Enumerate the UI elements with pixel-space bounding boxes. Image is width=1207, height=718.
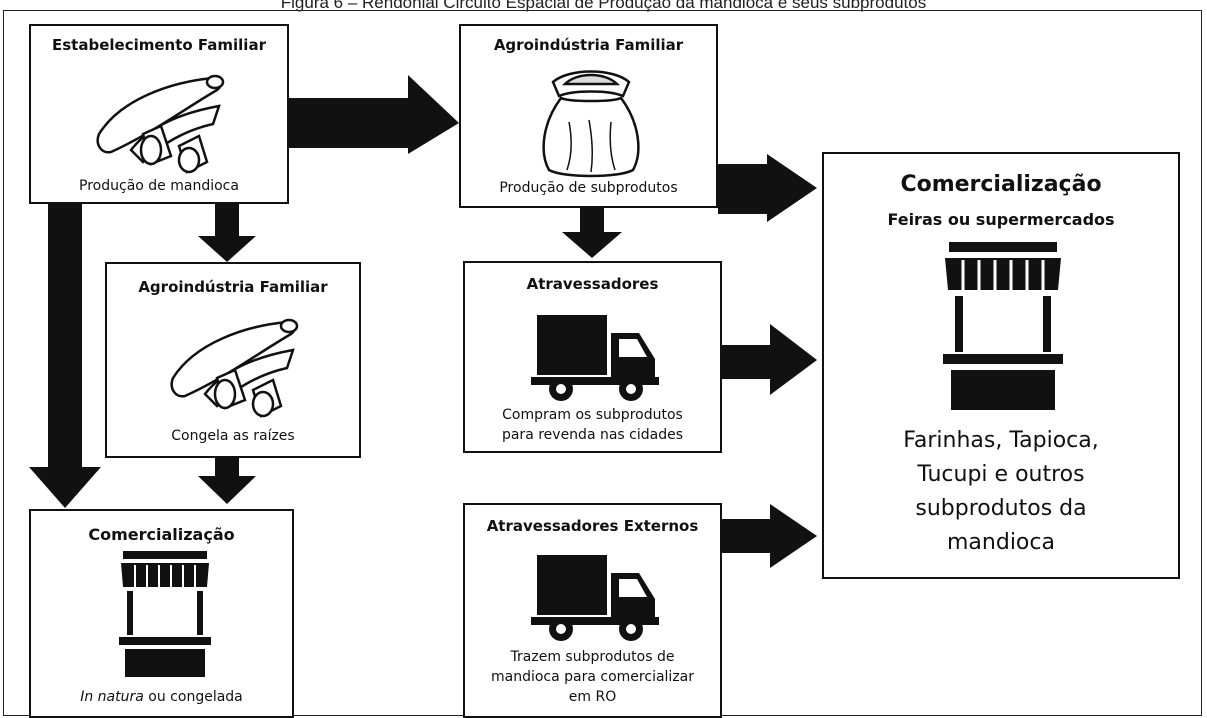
estabelecimento-caption: Produção de mandioca	[79, 178, 239, 194]
box-atravessadores-externos: Atravessadores Externos Trazem subprodut…	[463, 503, 722, 718]
figure-title: Figura 6 – Rendonial Circuito Espacial d…	[280, 0, 927, 12]
atrav-caption-line2: para revenda nas cidades	[501, 427, 684, 443]
arrow-atrav-ext-to-comerc-right	[722, 504, 817, 568]
agro-left-caption: Congela as raízes	[171, 428, 295, 444]
arrow-estab-to-agro-left	[198, 204, 256, 262]
arrow-agro-top-to-atrav	[562, 208, 622, 258]
box-agroindustria-left: Agroindústria Familiar Congela as raízes	[105, 262, 361, 458]
flour-sack-icon	[542, 70, 640, 178]
agro-left-title: Agroindústria Familiar	[138, 278, 328, 296]
arrow-estab-to-agro-top	[289, 75, 459, 154]
agro-top-title: Agroindústria Familiar	[493, 36, 684, 54]
arrow-agro-top-to-comerc-right	[718, 154, 817, 222]
atrav-caption: Compram os subprodutos para revenda nas …	[465, 405, 720, 445]
comerc-left-caption-rest: ou congelada	[143, 689, 243, 705]
comerc-right-subtitle: Feiras ou supermercados	[887, 210, 1115, 229]
cassava-icon	[96, 74, 225, 174]
comerc-left-caption: In natura ou congelada	[31, 687, 292, 707]
comerc-left-title: Comercialização	[88, 525, 235, 544]
arrow-estab-to-comerc-left	[29, 204, 101, 508]
box-comercializacao-left: Comercialização In natura ou congelada	[29, 509, 294, 718]
atrav-ext-caption-line2: mandioca para comercializar	[491, 669, 694, 685]
comerc-left-caption-italic: In natura	[80, 689, 144, 705]
market-stall-icon	[119, 551, 211, 677]
arrow-agro-left-to-comerc-left	[198, 458, 256, 504]
comerc-right-text-line4: mandioca	[947, 530, 1055, 555]
truck-icon	[531, 555, 659, 641]
comerc-right-text-line1: Farinhas, Tapioca,	[903, 428, 1099, 453]
comerc-right-text-line3: subprodutos da	[915, 496, 1087, 521]
atrav-ext-caption-line1: Trazem subprodutos de	[510, 649, 675, 665]
atrav-ext-caption-line3: em RO	[568, 689, 617, 705]
box-estabelecimento-familiar: Estabelecimento Familiar Produção de man…	[29, 24, 289, 204]
agro-top-caption: Produção de subprodutos	[499, 180, 678, 196]
atrav-caption-line1: Compram os subprodutos	[502, 407, 683, 423]
comerc-right-title: Comercialização	[900, 172, 1102, 197]
arrow-atrav-to-comerc-right	[722, 324, 817, 395]
estabelecimento-title: Estabelecimento Familiar	[52, 36, 266, 54]
box-comercializacao-right: Comercialização Feiras ou supermercados …	[822, 152, 1180, 579]
box-atravessadores: Atravessadores Compram os subprodutos pa…	[463, 261, 722, 453]
atrav-title: Atravessadores	[526, 275, 659, 293]
comerc-right-text-line2: Tucupi e outros	[917, 462, 1085, 487]
box-agroindustria-top: Agroindústria Familiar Produção de subpr…	[459, 24, 718, 208]
market-stall-icon	[943, 242, 1063, 410]
atrav-ext-title: Atravessadores Externos	[486, 517, 699, 535]
atrav-ext-caption: Trazem subprodutos de mandioca para come…	[465, 647, 720, 707]
truck-icon	[531, 315, 659, 401]
comerc-right-text: Farinhas, Tapioca, Tucupi e outros subpr…	[824, 424, 1178, 560]
cassava-icon	[170, 318, 299, 418]
